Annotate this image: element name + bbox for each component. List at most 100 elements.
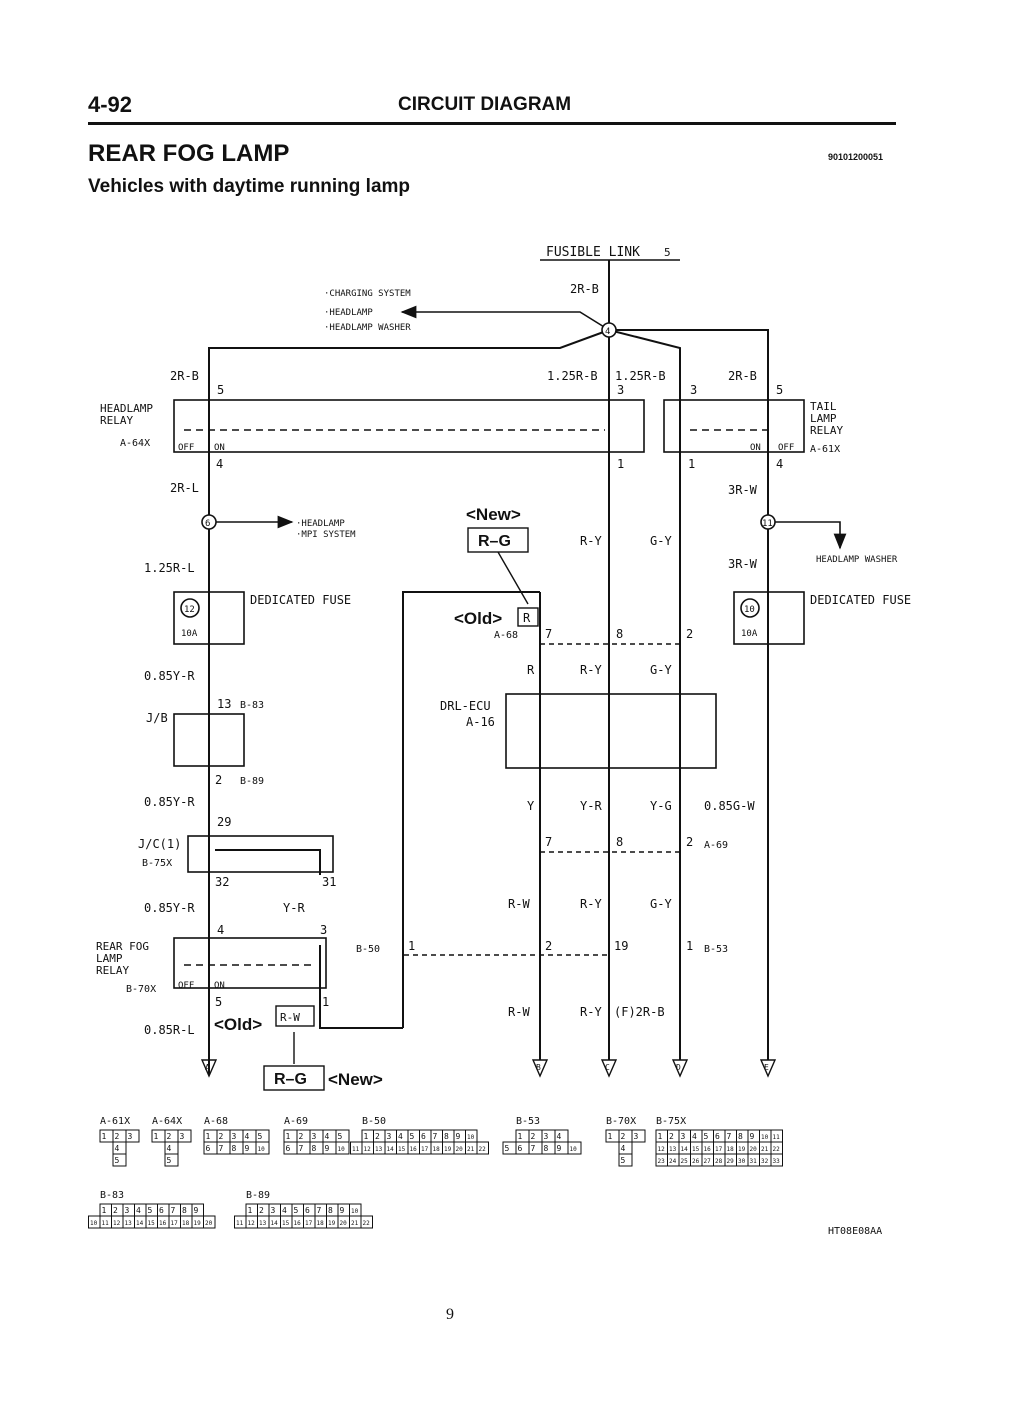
connector-pin-number: 19 (328, 1220, 336, 1227)
connector-pin-number: 20 (205, 1220, 213, 1227)
fuse-left-symbol (180, 598, 200, 618)
connector-pin-number: 16 (159, 1220, 167, 1227)
wire-label-f2rb: (F)2R-B (614, 1005, 665, 1019)
connector-pin-number: 1 (608, 1132, 613, 1141)
wire-label-2rb-right: 2R-B (728, 369, 757, 383)
connector-pin-number: 3 (387, 1132, 392, 1141)
connector-pin-number: 18 (433, 1146, 441, 1153)
connector-pin-number: 20 (750, 1146, 758, 1153)
jb-conn-bot: B-89 (240, 776, 264, 787)
connector-pin-number: 17 (421, 1146, 429, 1153)
wire-label-2rl: 2R-L (170, 481, 199, 495)
jb-conn-top: B-83 (240, 700, 264, 711)
svg-text:C: C (605, 1063, 610, 1072)
drl-ecu-connector: A-68 (494, 630, 518, 641)
conn-b53-pin-19: 19 (614, 939, 628, 953)
connector-pin-number: 9 (750, 1132, 755, 1141)
connector-pin-number: 1 (286, 1132, 291, 1141)
wire-jc-internal (215, 849, 321, 875)
connector-pin-number: 2 (259, 1206, 264, 1215)
connector-pin-number: 11 (352, 1146, 360, 1153)
connector-pin-number: 22 (479, 1146, 487, 1153)
connector-pin-number: 9 (245, 1144, 250, 1153)
svg-text:E: E (764, 1063, 769, 1072)
connector-pin-number: 13 (259, 1220, 267, 1227)
page-number: 9 (446, 1306, 454, 1323)
connector-pin-number: 3 (180, 1132, 185, 1141)
connector-pin-cell (631, 1129, 646, 1143)
connector-view-name: A-61X (100, 1116, 130, 1127)
connector-pin-cell (335, 1141, 350, 1155)
fuse-left-label: DEDICATED FUSE (250, 593, 351, 607)
connector-pin-number: 2 (375, 1132, 380, 1141)
connector-pin-number: 6 (305, 1206, 310, 1215)
connector-pin-number: 5 (294, 1206, 299, 1215)
wire-to-charging (400, 305, 610, 331)
ground-a: A (200, 1059, 218, 1078)
drl-ecu-label-2: A-16 (466, 715, 495, 729)
connector-pin-number: 22 (773, 1146, 781, 1153)
svg-text:A: A (205, 1063, 210, 1072)
connector-view-name: B-75X (656, 1116, 686, 1127)
connector-pin-number: 6 (715, 1132, 720, 1141)
jc-connector: B-75X (142, 858, 172, 869)
conn-b50-name: B-50 (356, 944, 380, 955)
connector-pin-number: 28 (715, 1158, 723, 1165)
wire-label-125rl: 1.25R-L (144, 561, 195, 575)
wire-label-085yr-2: 0.85Y-R (144, 795, 195, 809)
connector-pin-number: 25 (681, 1158, 689, 1165)
conn-a69-pin-8: 8 (616, 835, 623, 849)
connector-pin-number: 18 (317, 1220, 325, 1227)
jc-label: J/C(1) (138, 837, 181, 851)
connector-pin-number: 13 (125, 1220, 133, 1227)
wire-label-125rb-1: 1.25R-B (547, 369, 598, 383)
connector-pin-number: 16 (410, 1146, 418, 1153)
wire-drl-feed (402, 591, 540, 1028)
tail-lamp-relay-box (663, 399, 805, 453)
connector-pin-number: 22 (363, 1220, 371, 1227)
wire-branch-125rb-right (608, 329, 681, 395)
connector-pin-cell (125, 1129, 140, 1143)
connector-pin-number: 8 (328, 1206, 333, 1215)
headlamp-relay-label-1: HEADLAMP (100, 402, 153, 415)
connector-pin-cell (567, 1141, 582, 1155)
wire-branch-left-bus (208, 329, 610, 395)
connector-pin-cell (360, 1215, 373, 1229)
jc-pin-top: 29 (217, 815, 231, 829)
fog-relay-connector: B-70X (126, 984, 156, 995)
connector-pin-cell (112, 1153, 127, 1167)
connector-pin-number: 19 (738, 1146, 746, 1153)
wire-label-ry-3: R-Y (580, 897, 602, 911)
wire-label-y: Y (527, 799, 535, 813)
connector-pin-number: 16 (294, 1220, 302, 1227)
wire-label-r: R (527, 663, 535, 677)
connector-pin-number: 7 (433, 1132, 438, 1141)
connector-pin-number: 24 (669, 1158, 677, 1165)
conn-a69-name: A-69 (704, 840, 728, 851)
junction-4-label: 4 (605, 327, 610, 337)
connector-pin-number: 7 (299, 1144, 304, 1153)
wire-label-085yr-1: 0.85Y-R (144, 669, 195, 683)
connector-pin-number: 4 (557, 1132, 562, 1141)
connector-pin-number: 8 (232, 1144, 237, 1153)
headlamp-relay-pin-in: 5 (217, 383, 224, 397)
connector-pin-number: 11 (236, 1220, 244, 1227)
tail-lamp-relay-connector: A-61X (810, 444, 840, 455)
section-number: 4-92 (88, 92, 133, 117)
ground-e: E (759, 1059, 777, 1078)
connector-pin-number: 18 (182, 1220, 190, 1227)
connector-pin-number: 13 (669, 1146, 677, 1153)
connector-pin-number: 5 (258, 1132, 263, 1141)
connector-pin-number: 3 (634, 1132, 639, 1141)
headlamp-relay-pin-out: 4 (216, 457, 223, 471)
junction-11 (760, 514, 776, 530)
connector-pin-number: 5 (704, 1132, 709, 1141)
connector-pin-number: 12 (658, 1146, 666, 1153)
connector-pin-number: 5 (338, 1132, 343, 1141)
jb-pin-top: 13 (217, 697, 231, 711)
